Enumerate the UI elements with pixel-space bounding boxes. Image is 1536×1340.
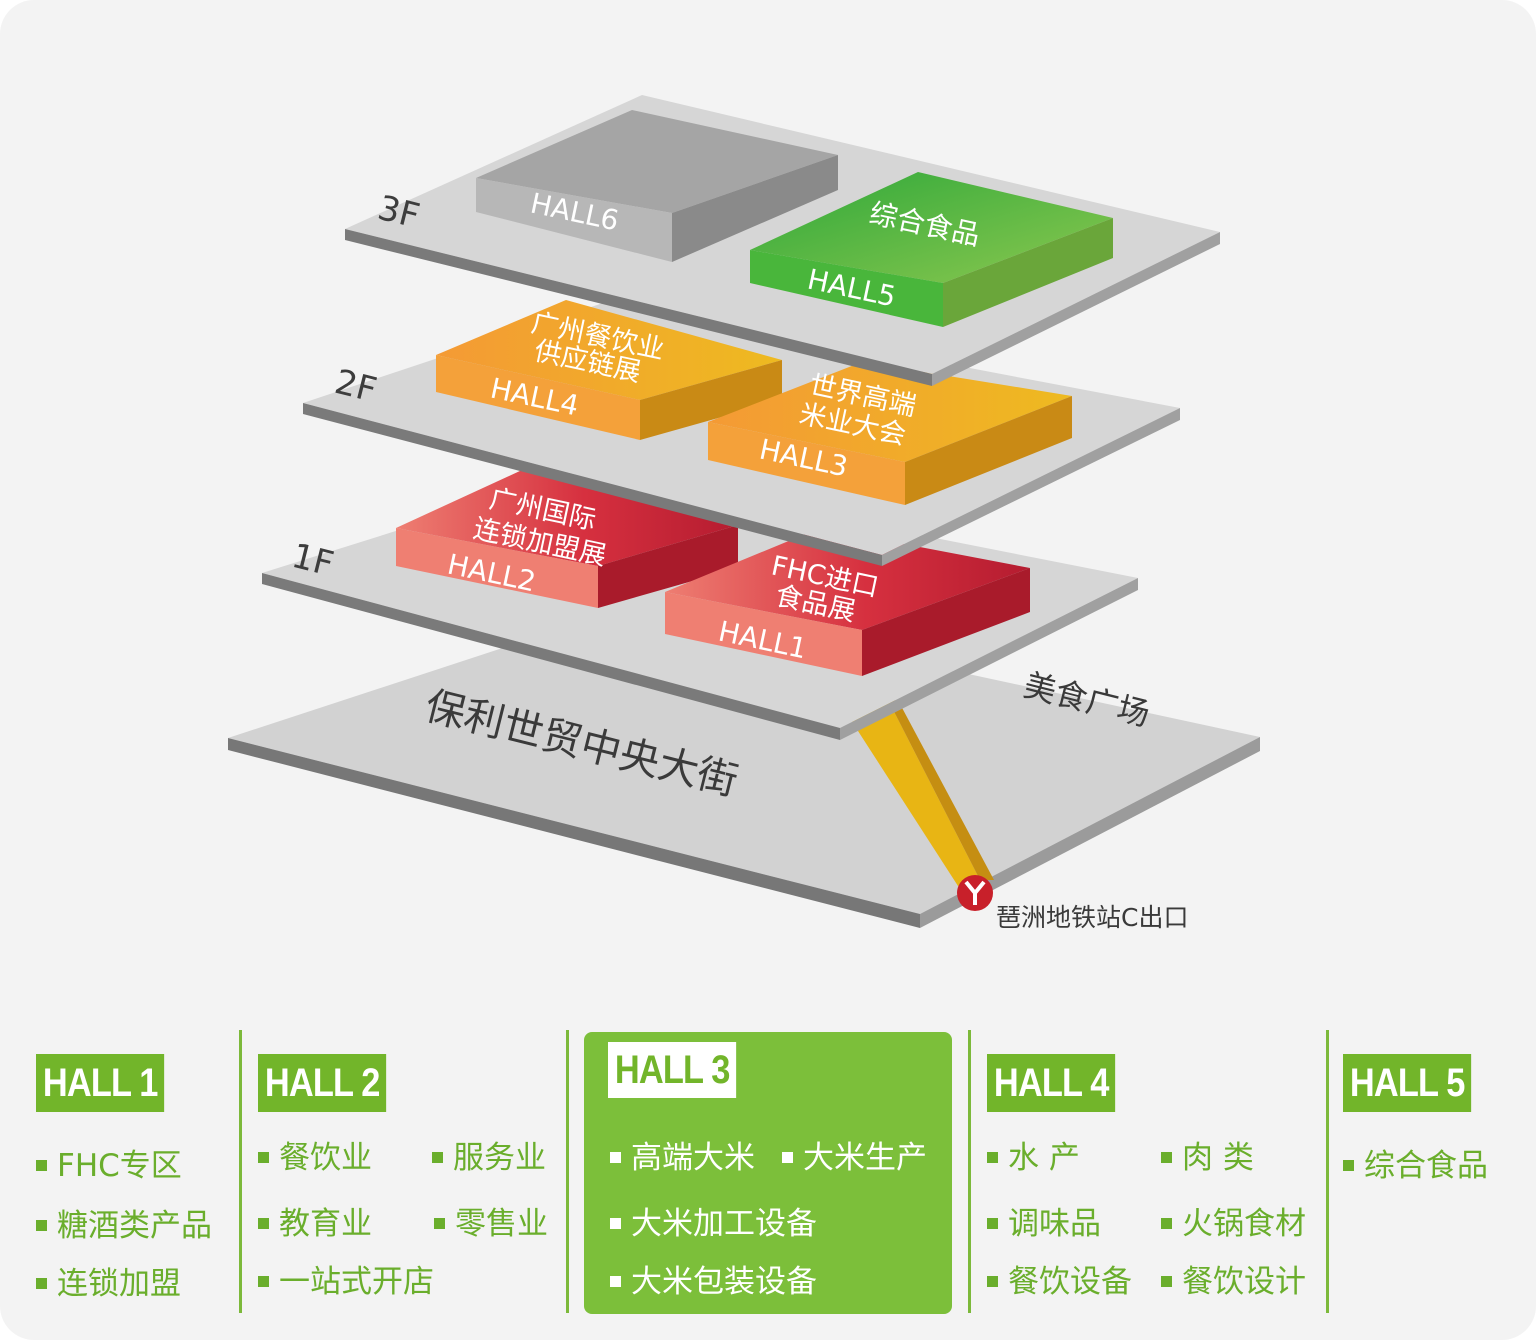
metro-symbol-icon [964, 880, 986, 905]
legend-hall1-title: HALL 1 [36, 1054, 165, 1112]
legend-hall3: HALL 3 高端大米 大米生产 大米加工设备 大米包装设备 [584, 1032, 952, 1314]
legend-item: 餐饮设计 [1161, 1256, 1306, 1301]
legend-item: 大米包装设备 [610, 1256, 817, 1301]
bullet-icon [1161, 1276, 1172, 1287]
legend-hall1: HALL 1 FHC专区 糖酒类产品 连锁加盟 [0, 1032, 239, 1322]
divider [968, 1030, 971, 1313]
bullet-icon [1161, 1152, 1172, 1163]
hall-legend: HALL 1 FHC专区 糖酒类产品 连锁加盟 HALL 2 餐饮业 服务业 教… [0, 1020, 1536, 1340]
legend-item: 服务业 [432, 1132, 546, 1177]
divider [566, 1030, 569, 1313]
legend-item: 糖酒类产品 [36, 1200, 212, 1245]
legend-hall5: HALL 5 综合食品 [1329, 1032, 1536, 1322]
divider [1326, 1030, 1329, 1313]
bullet-icon [987, 1276, 998, 1287]
legend-item: 调味品 [987, 1198, 1101, 1243]
bullet-icon [36, 1220, 47, 1231]
bullet-icon [987, 1152, 998, 1163]
legend-item: 零售业 [434, 1198, 548, 1243]
bullet-icon [36, 1160, 47, 1171]
legend-item: 连锁加盟 [36, 1258, 181, 1303]
bullet-icon [987, 1218, 998, 1229]
hall1-block[interactable]: FHC进口 食品展 HALL1 [665, 528, 1030, 676]
floor-plan-map: 保利世贸中央大街 美食广场 1F 广州国际 连锁加盟展 HALL2 [228, 95, 1260, 932]
legend-hall4: HALL 4 水 产 肉 类 调味品 火锅食材 餐饮设备 餐饮设计 [971, 1032, 1326, 1322]
legend-item: 教育业 [258, 1198, 372, 1243]
hall5-block[interactable]: 综合食品 HALL5 [750, 172, 1113, 327]
bullet-icon [36, 1278, 47, 1289]
bullet-icon [1343, 1160, 1354, 1171]
legend-item: 大米加工设备 [610, 1198, 817, 1243]
floor-3f-label: 3F [374, 188, 424, 237]
legend-item: 一站式开店 [258, 1256, 434, 1301]
hall6-block[interactable]: HALL6 [476, 110, 838, 262]
bullet-icon [610, 1152, 621, 1163]
floor-1f-label: 1F [288, 536, 338, 585]
bullet-icon [258, 1218, 269, 1229]
legend-hall4-title: HALL 4 [987, 1054, 1116, 1112]
hall4-block[interactable]: 广州餐饮业 供应链展 HALL4 [436, 300, 782, 440]
hall2-block[interactable]: 广州国际 连锁加盟展 HALL2 [396, 470, 738, 608]
legend-hall3-title: HALL 3 [608, 1042, 737, 1098]
legend-item: 大米生产 [782, 1132, 927, 1177]
ground-level: 保利世贸中央大街 美食广场 [228, 603, 1260, 928]
bullet-icon [610, 1218, 621, 1229]
divider [239, 1030, 242, 1313]
metro-exit-label: 琶洲地铁站C出口 [996, 903, 1188, 932]
bullet-icon [258, 1152, 269, 1163]
legend-item: 综合食品 [1343, 1140, 1488, 1185]
legend-item: 火锅食材 [1161, 1198, 1306, 1243]
legend-item: FHC专区 [36, 1140, 182, 1185]
legend-item: 高端大米 [610, 1132, 755, 1177]
bullet-icon [258, 1276, 269, 1287]
legend-hall5-title: HALL 5 [1343, 1054, 1472, 1112]
legend-item: 餐饮业 [258, 1132, 372, 1177]
bullet-icon [782, 1152, 793, 1163]
bullet-icon [610, 1276, 621, 1287]
metro-exit-marker[interactable]: 琶洲地铁站C出口 [957, 875, 1188, 932]
bullet-icon [1161, 1218, 1172, 1229]
legend-item: 水 产 [987, 1132, 1080, 1177]
legend-hall2: HALL 2 餐饮业 服务业 教育业 零售业 一站式开店 [242, 1032, 564, 1322]
legend-item: 肉 类 [1161, 1132, 1254, 1177]
floor-2f-label: 2F [331, 362, 381, 411]
bullet-icon [432, 1152, 443, 1163]
legend-hall2-title: HALL 2 [258, 1054, 387, 1112]
legend-item: 餐饮设备 [987, 1256, 1132, 1301]
hall3-block[interactable]: 世界高端 米业大会 HALL3 [708, 362, 1072, 505]
bullet-icon [434, 1218, 445, 1229]
